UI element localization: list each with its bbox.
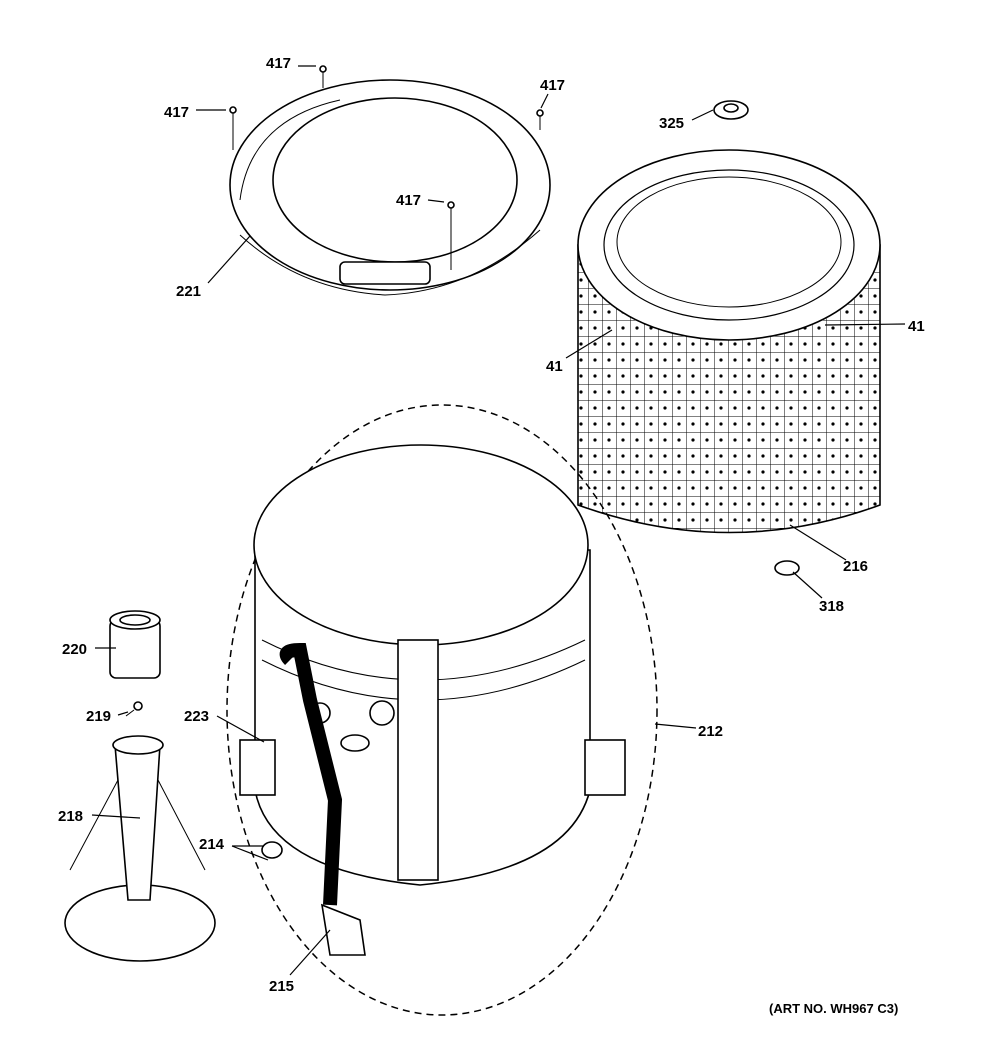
callout-417: 417 <box>540 77 565 94</box>
drain-hose <box>279 642 366 956</box>
callout-417: 417 <box>266 55 291 72</box>
callout-417: 417 <box>164 104 189 121</box>
snap-ring <box>774 560 800 576</box>
coupling <box>109 610 161 679</box>
callout-223: 223 <box>184 708 209 725</box>
screw-417 <box>229 65 544 270</box>
pedestal <box>64 735 216 962</box>
screw-219 <box>125 701 143 717</box>
art-number: (ART NO. WH967 C3) <box>769 1001 898 1016</box>
hub-nut <box>713 100 749 120</box>
leader-lines <box>91 65 906 976</box>
callout-417: 417 <box>396 192 421 209</box>
callout-41: 41 <box>546 358 563 375</box>
callout-212: 212 <box>698 723 723 740</box>
callout-218: 218 <box>58 808 83 825</box>
callout-221: 221 <box>176 283 201 300</box>
callout-325: 325 <box>659 115 684 132</box>
callout-219: 219 <box>86 708 111 725</box>
callout-318: 318 <box>819 598 844 615</box>
tub-assembly-boundary <box>226 404 658 1016</box>
callout-216: 216 <box>843 558 868 575</box>
wash-basket <box>577 149 881 534</box>
bumper <box>261 841 283 859</box>
tub-cover-ring <box>229 79 551 296</box>
callout-220: 220 <box>62 641 87 658</box>
callout-41: 41 <box>908 318 925 335</box>
callout-215: 215 <box>269 978 294 995</box>
callout-214: 214 <box>199 836 225 853</box>
